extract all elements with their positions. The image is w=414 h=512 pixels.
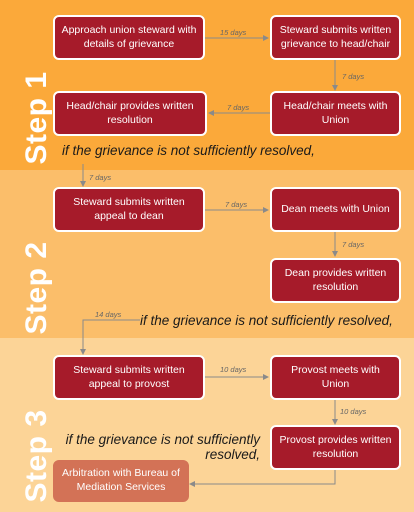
node-dean-resolution: Dean provides written resolution bbox=[270, 258, 401, 303]
step-1-condition-note: if the grievance is not sufficiently res… bbox=[62, 143, 315, 158]
days-b5-b6: 7 days bbox=[225, 200, 248, 209]
days-b8-b9: 10 days bbox=[220, 365, 247, 374]
days-b2-b3: 7 days bbox=[342, 72, 365, 81]
node-head-resolution: Head/chair provides written resolution bbox=[53, 91, 207, 136]
node-provost-resolution: Provost provides written resolution bbox=[270, 425, 401, 470]
node-appeal-to-dean: Steward submits written appeal to dean bbox=[53, 187, 205, 232]
days-b9-b10: 10 days bbox=[340, 407, 367, 416]
step-2-condition-note: if the grievance is not sufficiently res… bbox=[140, 313, 393, 328]
days-note1-b5: 7 days bbox=[89, 173, 112, 182]
node-approach-steward: Approach union steward with details of g… bbox=[53, 15, 205, 60]
node-provost-meets-union: Provost meets with Union bbox=[270, 355, 401, 400]
node-dean-meets-union: Dean meets with Union bbox=[270, 187, 401, 232]
node-appeal-to-provost: Steward submits written appeal to provos… bbox=[53, 355, 205, 400]
node-steward-submits-grievance: Steward submits written grievance to hea… bbox=[270, 15, 401, 60]
days-note2-b8: 14 days bbox=[95, 310, 122, 319]
node-arbitration: Arbitration with Bureau of Mediation Ser… bbox=[53, 460, 189, 502]
days-b1-b2: 15 days bbox=[220, 28, 247, 37]
days-b3-b4: 7 days bbox=[227, 103, 250, 112]
days-b6-b7: 7 days bbox=[342, 240, 365, 249]
step-3-condition-note: if the grievance is not sufficiently res… bbox=[65, 432, 260, 462]
node-head-meets-union: Head/chair meets with Union bbox=[270, 91, 401, 136]
